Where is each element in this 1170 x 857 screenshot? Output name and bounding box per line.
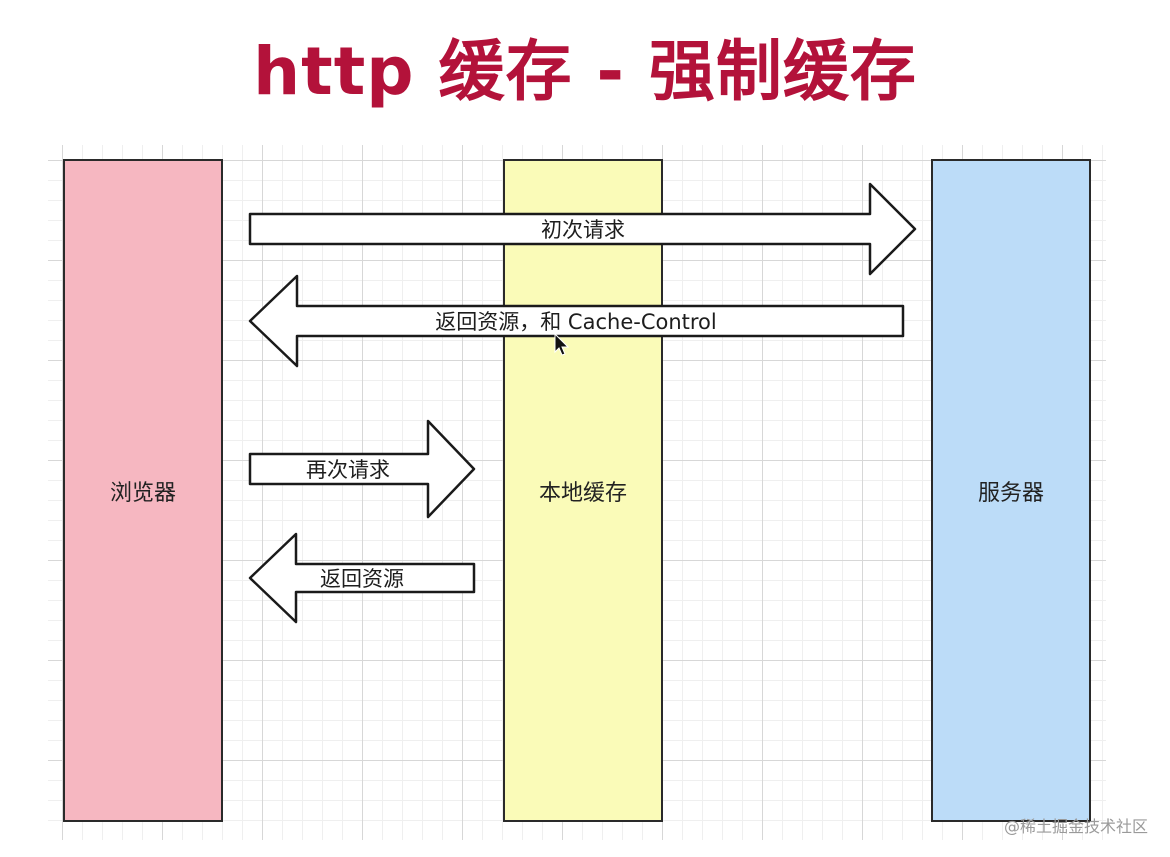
return-cache-control-arrow — [248, 274, 905, 368]
second-request-label: 再次请求 — [306, 458, 390, 482]
page-title: http 缓存 - 强制缓存 — [253, 33, 917, 110]
mouse-cursor-icon — [554, 333, 570, 356]
return-cache-control-label: 返回资源，和 Cache-Control — [435, 310, 717, 334]
second-request-arrow — [248, 419, 476, 519]
first-request-arrow — [248, 182, 917, 276]
server-column: 服务器 — [931, 159, 1091, 822]
watermark: @稀土掘金技术社区 — [1003, 817, 1148, 836]
browser-label: 浏览器 — [109, 480, 176, 506]
server-label: 服务器 — [977, 480, 1044, 506]
browser-column: 浏览器 — [63, 159, 223, 822]
return-resource-arrow — [248, 532, 476, 624]
local-cache-label: 本地缓存 — [538, 480, 627, 506]
local-cache-column: 本地缓存 — [503, 159, 663, 822]
return-resource-label: 返回资源 — [320, 567, 404, 591]
first-request-label: 初次请求 — [541, 218, 625, 242]
